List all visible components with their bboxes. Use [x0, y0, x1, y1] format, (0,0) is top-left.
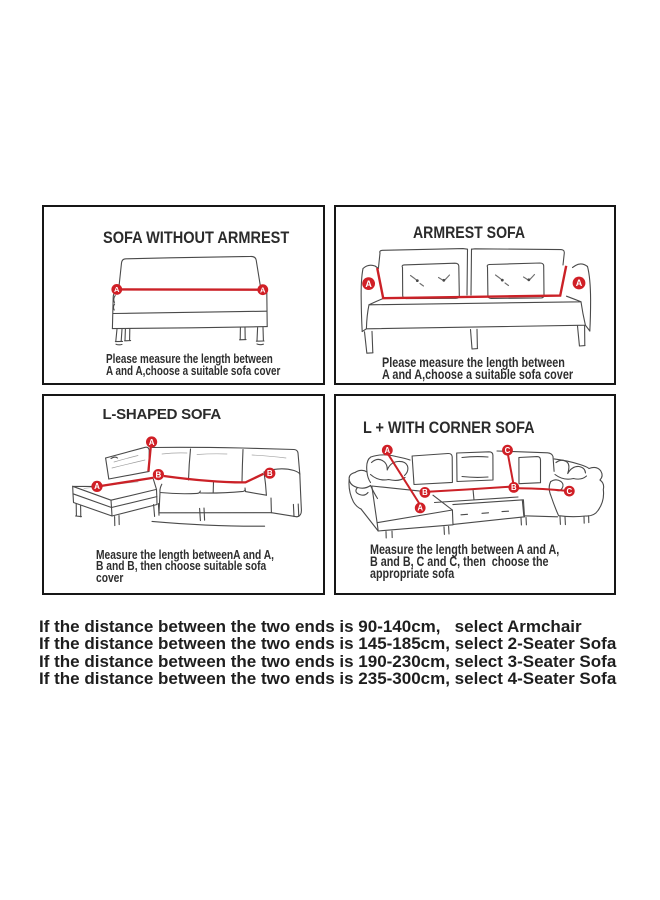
svg-text:A: A [365, 279, 372, 289]
svg-text:B: B [267, 469, 273, 478]
svg-text:A: A [417, 504, 423, 513]
svg-text:C: C [566, 487, 572, 496]
svg-text:A: A [149, 438, 155, 447]
svg-text:A: A [576, 278, 583, 288]
svg-text:B: B [156, 470, 162, 479]
svg-text:C: C [505, 446, 511, 455]
svg-text:A: A [114, 285, 120, 294]
svg-text:B: B [511, 483, 517, 492]
svg-text:A: A [260, 285, 266, 294]
svg-text:B: B [422, 488, 428, 497]
svg-text:A: A [384, 446, 390, 455]
svg-text:A: A [94, 482, 100, 491]
